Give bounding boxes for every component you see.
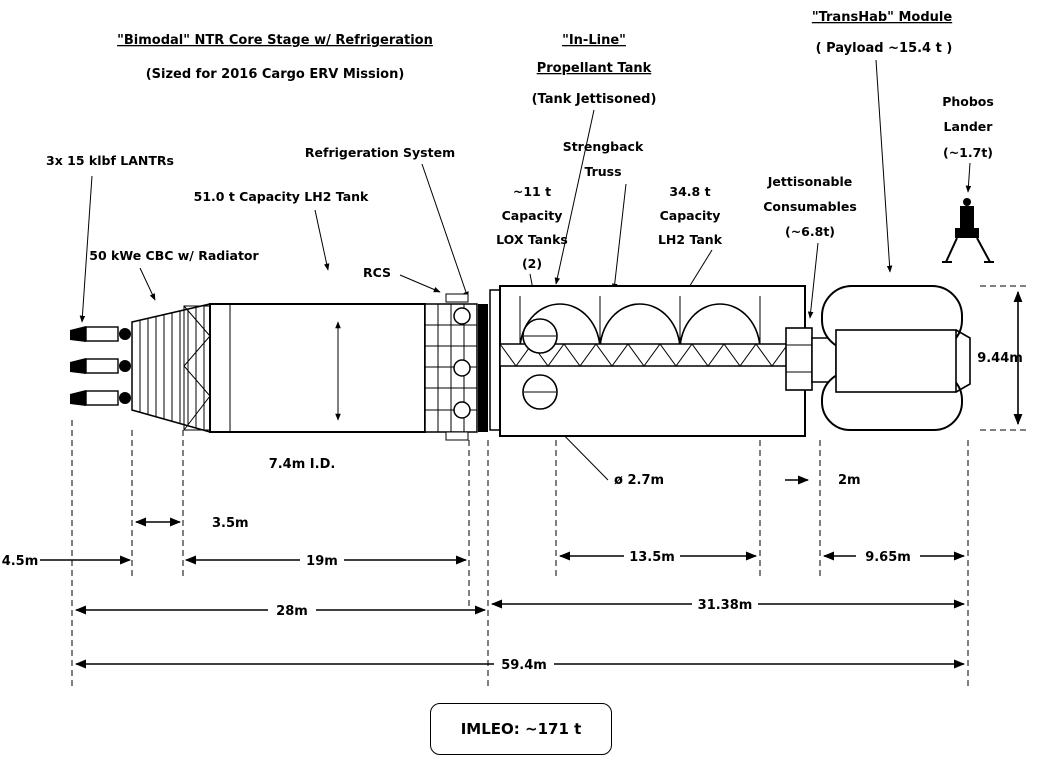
cbc-length-dim: 3.5m [212,516,249,531]
docking-adapter [478,304,488,432]
engine-length-dim: 4.5m [2,554,39,569]
lantrs-label: 3x 15 klbf LANTRs [46,153,174,168]
refrigeration-section [424,293,478,441]
transhab-length-dim: 9.65m [865,550,911,565]
lh2-inline-label-3: LH2 Tank [658,232,723,247]
consumables-length-dim: 2m [838,473,861,488]
rcs-label: RCS [363,265,391,280]
truss-label-2: Truss [584,164,621,179]
phobos-label-2: Lander [944,119,994,134]
phobos-lander-icon [942,198,994,263]
consumables-label-2: Consumables [763,199,857,214]
lox-label-3: LOX Tanks [496,232,568,247]
cbc-label: 50 kWe CBC w/ Radiator [89,248,259,263]
core-lh2-tank [209,303,426,433]
consumables-label-1: Jettisonable [767,174,852,189]
cbc-radiator [131,303,211,433]
transhab-module [811,285,971,431]
inline-tank [489,285,821,437]
core-stage-title: "Bimodal" NTR Core Stage w/ Refrigeratio… [117,33,433,48]
phobos-label-1: Phobos [942,94,994,109]
transhab-title: "TransHab" Module [812,10,953,25]
core-stage-subtitle: (Sized for 2016 Cargo ERV Mission) [146,67,405,82]
inline-tank-length-dim: 13.5m [629,550,675,565]
lh2-core-label: 51.0 t Capacity LH2 Tank [194,189,369,204]
extension-lines [71,285,1030,690]
tank-diameter-dim: ø 2.7m [614,473,664,488]
inline-length-dim: 31.38m [698,598,753,613]
phobos-label-3: (~1.7t) [943,145,993,160]
inline-title-1: "In-Line" [562,33,626,48]
core-diameter-dim: 7.4m I.D. [269,457,336,472]
core-length-dim: 28m [276,604,308,619]
transhab-subtitle: ( Payload ~15.4 t ) [816,41,953,56]
lh2-inline-label-1: 34.8 t [669,184,710,199]
inline-subtitle: (Tank Jettisoned) [532,92,657,107]
refrig-label: Refrigeration System [305,145,455,160]
inline-title-2: Propellant Tank [537,61,652,76]
imleo-box: IMLEO: ~171 t [430,703,612,755]
lox-label-1: ~11 t [513,184,551,199]
lantr-engines [70,326,131,406]
imleo-text: IMLEO: ~171 t [460,720,582,738]
core-tank-length-dim: 19m [306,554,338,569]
consumables-label-3: (~6.8t) [785,224,835,239]
lox-label-4: (2) [522,256,542,271]
lh2-inline-label-2: Capacity [660,208,721,223]
core-stage [70,293,488,441]
transhab-diameter-dim: 9.44m [977,351,1023,366]
truss-label-1: Strengback [563,139,644,154]
total-length-dim: 59.4m [501,658,547,673]
lox-label-2: Capacity [502,208,563,223]
